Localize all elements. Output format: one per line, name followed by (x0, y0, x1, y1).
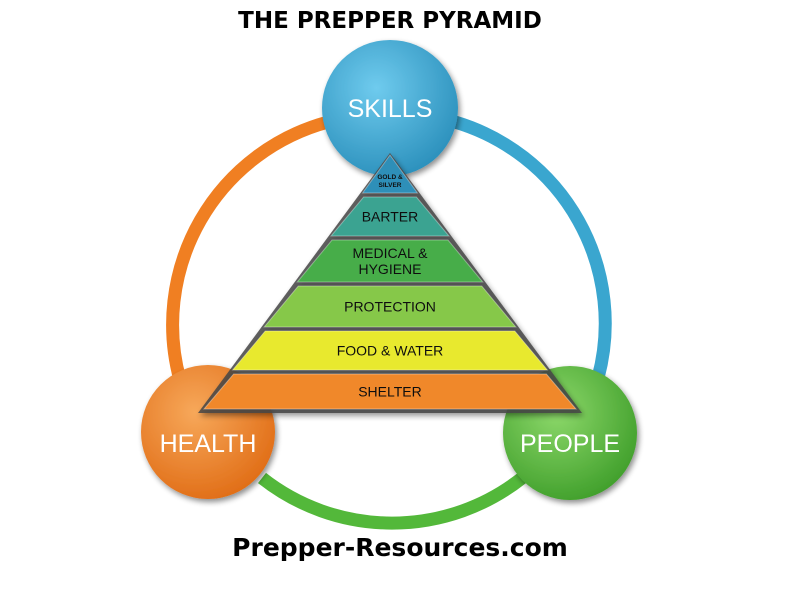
pyramid-tier-0-label: GOLD & (377, 174, 403, 181)
arc-skills-people (453, 115, 612, 380)
node-people-label: PEOPLE (520, 430, 620, 458)
node-skills-label: SKILLS (348, 95, 433, 123)
node-skills-circle (322, 40, 458, 176)
pyramid-tier-4-label: FOOD & WATER (337, 343, 444, 359)
pyramid-tier-3 (263, 285, 517, 328)
arc-people-health (257, 472, 527, 530)
pyramid-tier-5-label: SHELTER (358, 384, 422, 400)
pyramid-tier-2 (296, 239, 484, 283)
pyramid-tier-5 (202, 373, 578, 410)
connection-ring (166, 115, 612, 530)
diagram-title: THE PREPPER PYRAMID (238, 8, 542, 34)
footer-website: Prepper-Resources.com (232, 533, 568, 562)
pyramid-tier-2-label: MEDICAL & (353, 245, 429, 261)
pyramid-tier-4 (231, 330, 549, 371)
node-skills: SKILLS (322, 40, 458, 176)
pyramid-tier-1 (329, 196, 451, 237)
pyramid-tier-3-label: PROTECTION (344, 299, 436, 315)
pyramid-tiers: GOLD &SILVER BARTER MEDICAL &HYGIENE PROTEC… (202, 154, 578, 410)
pyramid-tier-1-label: BARTER (362, 209, 419, 225)
node-health-label: HEALTH (160, 430, 257, 458)
pyramid-tier-2-label: HYGIENE (358, 261, 421, 277)
arc-health-skills (166, 115, 330, 382)
pyramid: GOLD &SILVER BARTER MEDICAL &HYGIENE PROTEC… (198, 153, 582, 413)
pyramid-tier-0 (361, 154, 419, 194)
pyramid-tier-0-label: SILVER (379, 182, 402, 189)
